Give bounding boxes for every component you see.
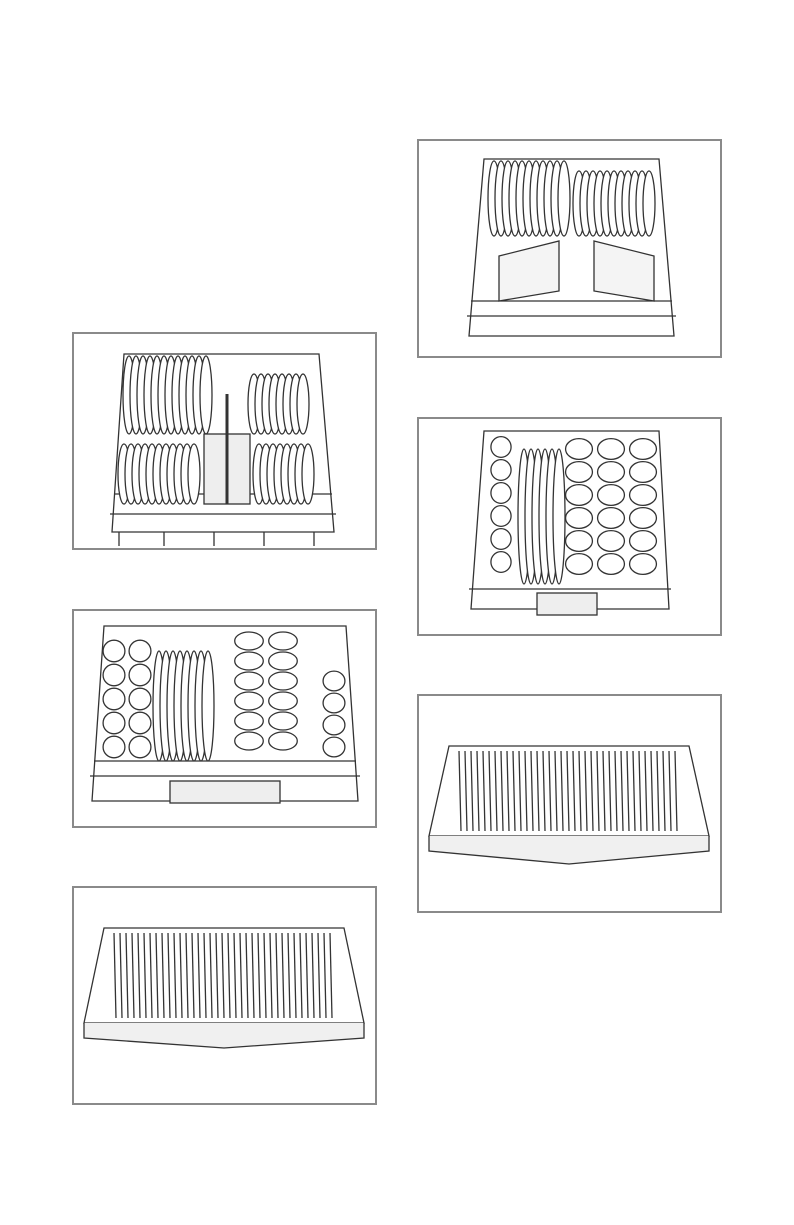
cup	[630, 531, 657, 552]
cup	[269, 692, 298, 710]
cup	[598, 554, 625, 575]
cup	[491, 483, 511, 504]
plate	[553, 449, 565, 584]
cup	[323, 671, 345, 691]
cup	[630, 554, 657, 575]
dishwasher-figure-upper-rack-2	[417, 139, 722, 358]
cup	[103, 664, 125, 686]
cup	[491, 552, 511, 573]
cup	[630, 439, 657, 460]
plate	[202, 651, 214, 761]
cup	[269, 632, 298, 650]
dishwasher-figure-lower-rack-1	[72, 609, 377, 828]
cup	[129, 688, 151, 710]
cup	[103, 640, 125, 662]
cup	[323, 715, 345, 735]
cup	[269, 672, 298, 690]
lower-rack-cups-illustration	[74, 611, 375, 826]
cup	[630, 508, 657, 529]
cup	[235, 692, 264, 710]
cup	[235, 712, 264, 730]
cup	[103, 688, 125, 710]
cup	[491, 437, 511, 458]
cup	[491, 529, 511, 550]
cup	[323, 737, 345, 757]
upper-rack-plates-illustration-2	[419, 141, 720, 356]
cup	[598, 531, 625, 552]
upper-rack-plates-illustration	[74, 334, 375, 548]
cup	[103, 736, 125, 758]
cup	[566, 531, 593, 552]
cup	[129, 712, 151, 734]
cup	[129, 640, 151, 662]
plate	[643, 171, 655, 236]
cup	[566, 485, 593, 506]
cup	[129, 664, 151, 686]
cup	[269, 732, 298, 750]
cup	[598, 439, 625, 460]
cutlery-tray-illustration	[74, 888, 375, 1103]
cup	[566, 462, 593, 483]
cup	[235, 652, 264, 670]
dishwasher-figure-cutlery-tray-1	[72, 886, 377, 1105]
cup	[598, 485, 625, 506]
cup	[598, 508, 625, 529]
cup	[269, 652, 298, 670]
dishwasher-figure-cutlery-tray-2	[417, 694, 722, 913]
plate	[302, 444, 314, 504]
cup	[129, 736, 151, 758]
plate	[297, 374, 309, 434]
cup	[269, 712, 298, 730]
cup	[235, 672, 264, 690]
dishwasher-figure-upper-rack-1	[72, 332, 377, 550]
cup	[103, 712, 125, 734]
cup	[235, 632, 264, 650]
cup	[630, 462, 657, 483]
plate	[558, 161, 570, 236]
plate	[200, 356, 212, 434]
cup	[323, 693, 345, 713]
cup	[566, 508, 593, 529]
cup	[491, 460, 511, 481]
cup	[566, 439, 593, 460]
plate	[188, 444, 200, 504]
cup	[598, 462, 625, 483]
cup	[630, 485, 657, 506]
dishwasher-figure-lower-rack-2	[417, 417, 722, 636]
lower-rack-cups-illustration-2	[419, 419, 720, 634]
cup	[566, 554, 593, 575]
cup	[491, 506, 511, 527]
cup	[235, 732, 264, 750]
cutlery-tray-illustration-2	[419, 696, 720, 911]
